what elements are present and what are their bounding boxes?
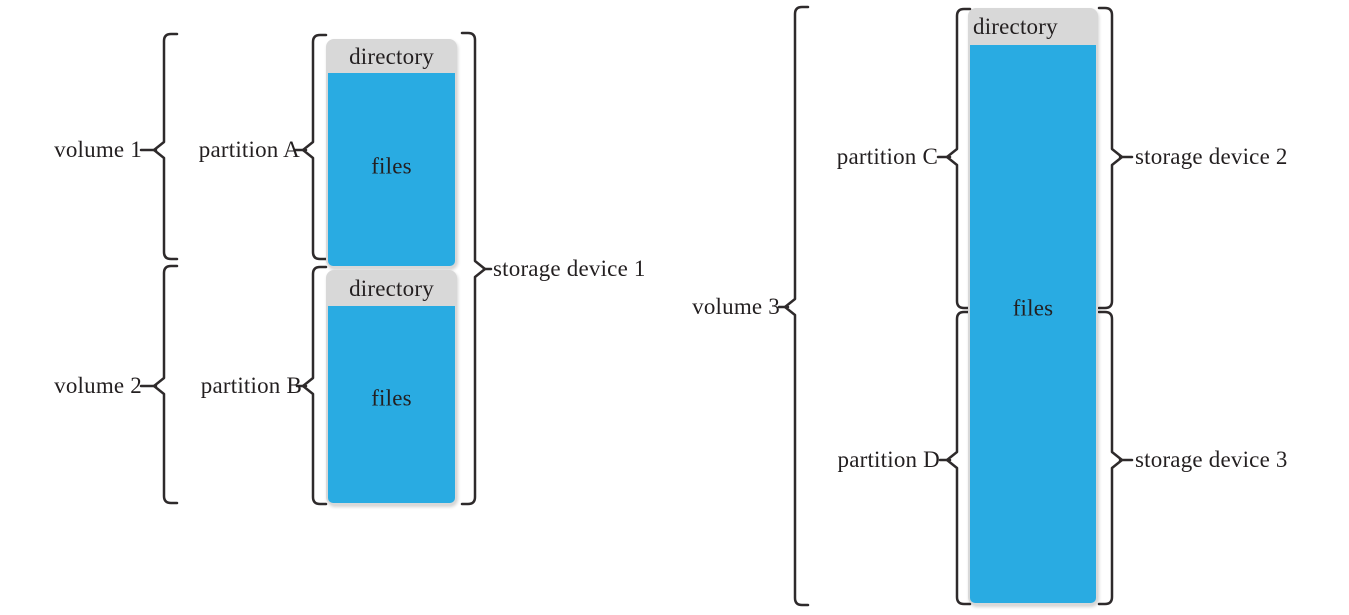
partition-b-directory-label: directory bbox=[349, 275, 434, 301]
storage-device-3-label: storage device 3 bbox=[1135, 447, 1288, 473]
volume-2-label: volume 2 bbox=[54, 373, 142, 399]
volume-2-brace bbox=[152, 264, 179, 505]
partition-c-brace bbox=[945, 7, 972, 310]
storage-device-1-brace bbox=[460, 31, 487, 506]
volume-3-label: volume 3 bbox=[692, 294, 780, 320]
volume-3-brace bbox=[783, 5, 810, 607]
partition-d-label: partition D bbox=[837, 447, 940, 473]
partition-cd-directory-label: directory bbox=[973, 14, 1058, 39]
partition-b-files-label: files bbox=[371, 385, 412, 411]
partition-a-files-label: files bbox=[371, 153, 412, 179]
storage-device-1-label: storage device 1 bbox=[493, 256, 646, 282]
partition-b-label: partition B bbox=[200, 373, 302, 399]
partition-b-box: directory files bbox=[326, 270, 457, 505]
partition-d-brace bbox=[945, 310, 972, 606]
volume-1-label: volume 1 bbox=[54, 137, 142, 163]
partition-b-brace bbox=[301, 265, 328, 506]
partition-a-box: directory files bbox=[326, 39, 457, 268]
partition-a-label: partition A bbox=[198, 137, 300, 163]
storage-device-3-brace bbox=[1097, 310, 1124, 606]
partition-a-brace bbox=[301, 33, 328, 261]
partition-b-files-area bbox=[328, 306, 455, 503]
partition-c-label: partition C bbox=[836, 144, 938, 170]
storage-device-2-label: storage device 2 bbox=[1135, 144, 1288, 170]
volume-1-brace bbox=[152, 32, 179, 261]
partition-cd-files-area bbox=[970, 45, 1096, 603]
partition-c-d-box: directory files bbox=[968, 8, 1098, 605]
partition-cd-files-label: files bbox=[1012, 295, 1054, 321]
storage-device-2-brace bbox=[1097, 6, 1124, 310]
partition-a-files-area bbox=[328, 73, 455, 266]
partition-a-directory-label: directory bbox=[349, 43, 434, 69]
